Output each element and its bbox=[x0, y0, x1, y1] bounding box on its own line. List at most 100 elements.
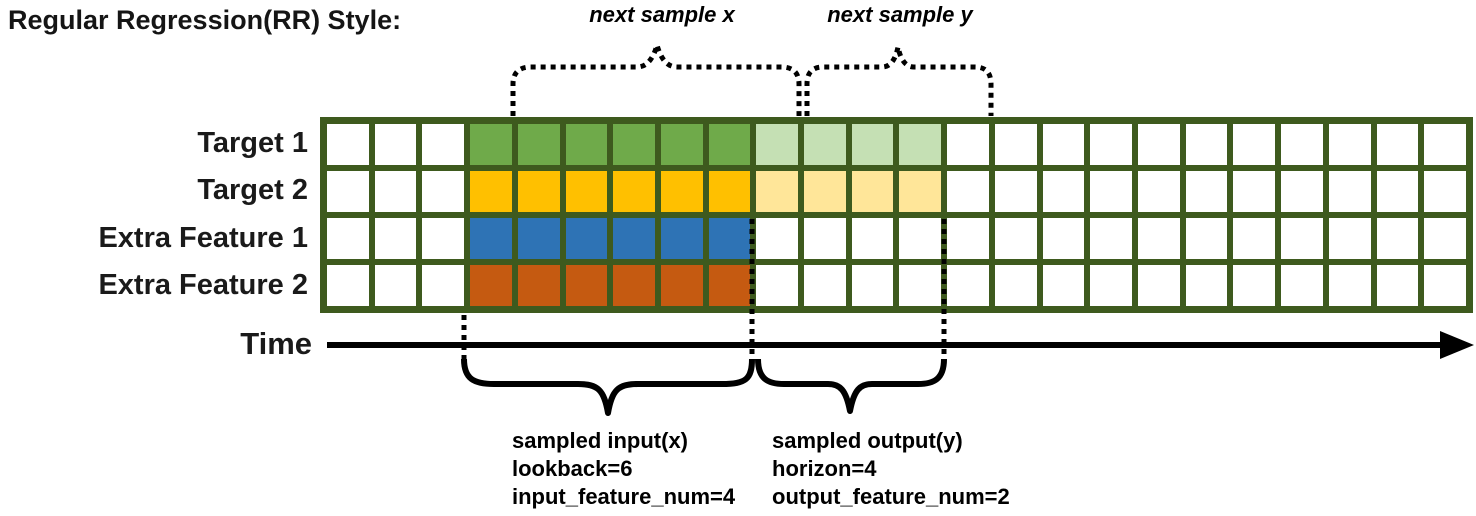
diagram-title: Regular Regression(RR) Style: bbox=[8, 5, 402, 35]
grid-cell bbox=[1376, 124, 1419, 165]
grid-cell bbox=[708, 171, 751, 212]
grid-cell bbox=[660, 265, 703, 306]
sample-grid bbox=[320, 117, 1473, 313]
grid-cell bbox=[1376, 171, 1419, 212]
grid-cell bbox=[756, 265, 799, 306]
grid-cell bbox=[517, 265, 560, 306]
grid-cell bbox=[1185, 265, 1228, 306]
grid-cell bbox=[1233, 124, 1276, 165]
grid-cell bbox=[1424, 265, 1466, 306]
sampled-output-title: sampled output(y) bbox=[772, 428, 963, 453]
grid-cell bbox=[994, 218, 1037, 259]
grid-cell bbox=[708, 265, 751, 306]
grid-cell bbox=[327, 218, 369, 259]
grid-cell bbox=[470, 171, 512, 212]
time-axis-label: Time bbox=[240, 326, 312, 361]
input-feature-num-value: input_feature_num=4 bbox=[512, 484, 736, 509]
grid-cell bbox=[1376, 218, 1419, 259]
grid-cell bbox=[517, 218, 560, 259]
grid-cell bbox=[851, 171, 894, 212]
grid-cell bbox=[1281, 124, 1323, 165]
grid-cell bbox=[327, 124, 369, 165]
sampled-output-annotation: sampled output(y) horizon=4 output_featu… bbox=[772, 427, 1010, 511]
next-sample-y-label: next sample y bbox=[827, 2, 973, 27]
grid-cell bbox=[804, 218, 846, 259]
grid-cell bbox=[1233, 171, 1276, 212]
grid-cell bbox=[470, 218, 512, 259]
grid-cell bbox=[327, 265, 369, 306]
grid-cell bbox=[708, 218, 751, 259]
next-sample-x-label: next sample x bbox=[589, 2, 735, 27]
sampled-input-brace bbox=[461, 358, 755, 416]
grid-cell bbox=[994, 171, 1037, 212]
grid-cell bbox=[613, 124, 655, 165]
grid-cell bbox=[1424, 171, 1466, 212]
grid-cell bbox=[1090, 265, 1133, 306]
grid-cell bbox=[1090, 218, 1133, 259]
grid-cell bbox=[1138, 265, 1180, 306]
grid-cell bbox=[1185, 171, 1228, 212]
grid-cell bbox=[1328, 218, 1371, 259]
grid-cell bbox=[374, 124, 417, 165]
grid-cell bbox=[899, 171, 942, 212]
grid-cell bbox=[1233, 265, 1276, 306]
time-axis-arrowhead bbox=[1440, 331, 1474, 359]
grid-cell bbox=[804, 124, 846, 165]
grid-cell bbox=[1376, 265, 1419, 306]
grid-cell bbox=[1185, 124, 1228, 165]
grid-cell bbox=[1185, 218, 1228, 259]
grid-cell bbox=[1281, 265, 1323, 306]
grid-cell bbox=[899, 265, 942, 306]
grid-cell bbox=[374, 171, 417, 212]
grid-cell bbox=[660, 171, 703, 212]
next-sample-x-brace bbox=[510, 35, 802, 116]
grid-cell bbox=[851, 218, 894, 259]
grid-cell bbox=[708, 124, 751, 165]
sampled-output-brace bbox=[755, 358, 947, 414]
grid-cell bbox=[851, 124, 894, 165]
grid-cell bbox=[422, 124, 465, 165]
next-sample-y-brace bbox=[804, 46, 994, 116]
grid-cell bbox=[851, 265, 894, 306]
grid-cell bbox=[1138, 124, 1180, 165]
grid-cell bbox=[374, 218, 417, 259]
grid-cell bbox=[517, 171, 560, 212]
grid-cell bbox=[1424, 218, 1466, 259]
grid-cell bbox=[517, 124, 560, 165]
grid-cell bbox=[1281, 171, 1323, 212]
row-label-target-2: Target 2 bbox=[197, 174, 308, 206]
grid-cell bbox=[756, 218, 799, 259]
grid-cell bbox=[422, 265, 465, 306]
grid-cell bbox=[470, 124, 512, 165]
grid-cell bbox=[565, 124, 608, 165]
grid-cell bbox=[804, 171, 846, 212]
grid-cell bbox=[947, 218, 989, 259]
grid-cell bbox=[565, 218, 608, 259]
grid-cell bbox=[565, 171, 608, 212]
lookback-value: lookback=6 bbox=[512, 456, 633, 481]
grid-cell bbox=[1042, 124, 1085, 165]
grid-cell bbox=[660, 218, 703, 259]
grid-cell bbox=[1424, 124, 1466, 165]
grid-cell bbox=[565, 265, 608, 306]
grid-cell bbox=[1138, 218, 1180, 259]
grid-cell bbox=[1281, 218, 1323, 259]
output-feature-num-value: output_feature_num=2 bbox=[772, 484, 1010, 509]
grid-cell bbox=[613, 265, 655, 306]
grid-cell bbox=[947, 171, 989, 212]
grid-cell bbox=[1328, 171, 1371, 212]
grid-cell bbox=[1042, 265, 1085, 306]
grid-cell bbox=[947, 265, 989, 306]
grid-cell bbox=[1090, 171, 1133, 212]
grid-cell bbox=[660, 124, 703, 165]
sampled-input-annotation: sampled input(x) lookback=6 input_featur… bbox=[512, 427, 735, 511]
grid-cell bbox=[1328, 124, 1371, 165]
sampled-input-title: sampled input(x) bbox=[512, 428, 689, 453]
grid-cell bbox=[470, 265, 512, 306]
grid-cell bbox=[1328, 265, 1371, 306]
grid-cell bbox=[804, 265, 846, 306]
grid-cell bbox=[756, 171, 799, 212]
row-label-target-1: Target 1 bbox=[197, 127, 308, 159]
grid-cell bbox=[947, 124, 989, 165]
